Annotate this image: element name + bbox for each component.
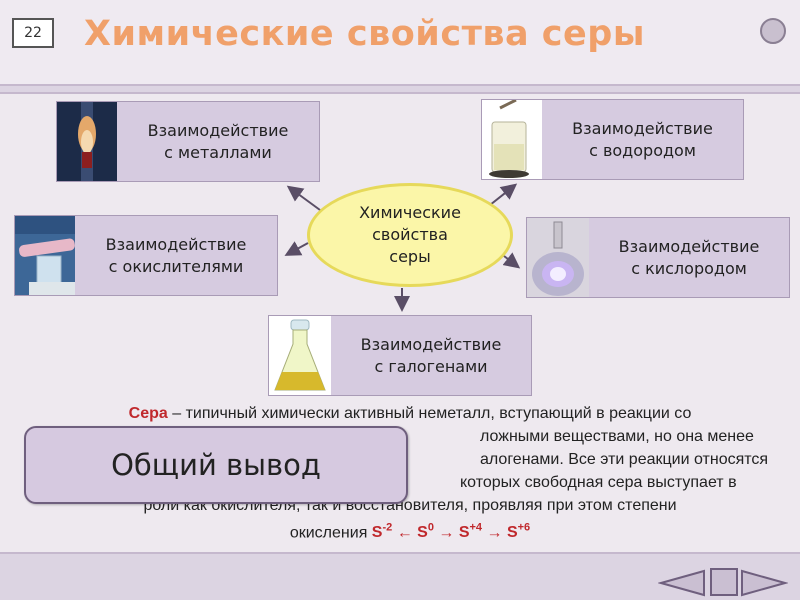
summary-button-label: Общий вывод: [111, 448, 321, 482]
slide-title: Химические свойства серы: [84, 14, 645, 54]
oxidation-state: S+4: [458, 522, 483, 542]
center-topic-ellipse: Химические свойства серы: [307, 183, 513, 287]
paragraph-line-6-prefix: окисления: [289, 524, 372, 542]
conical-flask-photo: [269, 316, 331, 395]
nav-prev-button[interactable]: [658, 568, 706, 598]
paragraph-line-4: которых свободная сера выступает в: [40, 471, 780, 494]
oxidation-state-superscript: +4: [469, 522, 483, 534]
conclusion-paragraph: Сера – типичный химически активный немет…: [40, 402, 780, 544]
paragraph-line-4-text: которых свободная сера выступает в: [460, 474, 737, 491]
oxidation-state-superscript: 0: [427, 522, 434, 534]
paragraph-lead: Сера: [128, 405, 168, 422]
card-label-hydrogen: Взаимодействие с водородом: [572, 118, 713, 160]
triangle-left-icon: [658, 569, 705, 597]
oxidation-states: S-2 ← S0 → S+4 → S+6: [371, 522, 531, 542]
oxidation-state: S0: [417, 522, 434, 542]
paragraph-line-1: Сера – типичный химически активный немет…: [40, 402, 780, 425]
paragraph-line-3: алогенами. Все эти реакции относятся: [40, 448, 780, 471]
triangle-right-icon: [741, 569, 788, 597]
card-hydrogen[interactable]: Взаимодействие с водородом: [481, 99, 744, 180]
card-label-oxidizers: Взаимодействие с окислителями: [105, 234, 247, 276]
oxidation-state: S+6: [506, 522, 531, 542]
card-metals[interactable]: Взаимодействие с металлами: [56, 101, 320, 182]
burning-tube-photo: [57, 102, 117, 181]
card-label-halogens: Взаимодействие с галогенами: [360, 334, 502, 376]
oxidation-state-superscript: -2: [382, 522, 393, 534]
card-oxidizers[interactable]: Взаимодействие с окислителями: [14, 215, 278, 296]
flask-flame-photo: [527, 218, 589, 297]
paragraph-line-3-text: алогенами. Все эти реакции относятся: [480, 451, 769, 468]
oxidation-state-superscript: +6: [517, 522, 531, 534]
paragraph-line-2: ложными веществами, но она менее: [40, 425, 780, 448]
card-oxygen[interactable]: Взаимодействие с кислородом: [526, 217, 790, 298]
beaker-photo: [482, 100, 542, 179]
card-label-metals: Взаимодействие с металлами: [147, 120, 289, 162]
arrow-separator: →: [482, 524, 507, 542]
paragraph-line-2-text: ложными веществами, но она менее: [480, 428, 754, 445]
slide-number: 22: [12, 18, 54, 48]
card-label-oxygen: Взаимодействие с кислородом: [618, 236, 760, 278]
card-halogens[interactable]: Взаимодействие с галогенами: [268, 315, 532, 396]
circle-icon[interactable]: [760, 18, 786, 44]
nav-stop-button[interactable]: [710, 568, 738, 596]
slide-header: 22 Химические свойства серы: [0, 0, 800, 86]
arrow-separator: ←: [392, 524, 418, 542]
center-topic-label: Химические свойства серы: [359, 203, 461, 266]
arrow-separator: →: [433, 524, 459, 542]
oxidation-state: S-2: [371, 522, 393, 542]
summary-button[interactable]: Общий вывод: [24, 426, 408, 504]
paragraph-line-1-text: – типичный химически активный неметалл, …: [167, 405, 692, 422]
paragraph-line-6: окисления S-2 ← S0 → S+4 → S+6: [40, 517, 780, 544]
test-tube-photo: [15, 216, 75, 295]
nav-next-button[interactable]: [740, 568, 788, 598]
